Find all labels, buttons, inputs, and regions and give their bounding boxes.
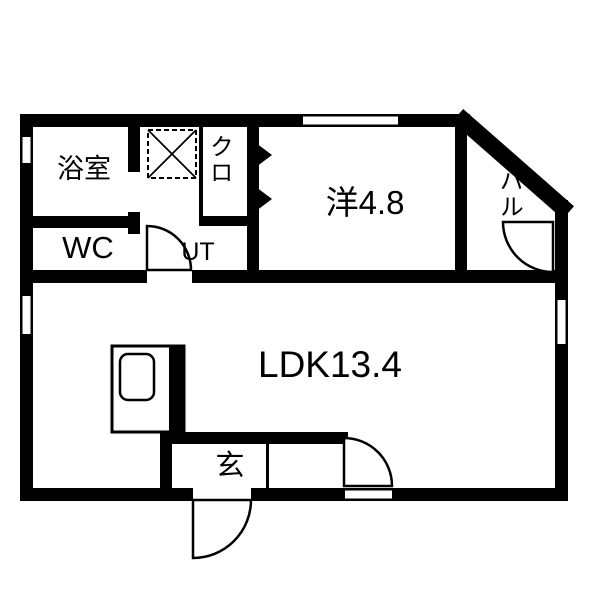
bathroom-right-wall-upper <box>128 127 140 172</box>
windows <box>20 114 568 501</box>
bottom-wall <box>20 488 568 501</box>
kitchen-sink-icon <box>118 352 156 402</box>
right-wall <box>555 200 568 501</box>
utility-label: UT <box>181 238 215 266</box>
front-entrance-door-arc <box>191 498 253 560</box>
bathroom-wc-divider-wall <box>32 216 140 228</box>
middle-wall-left <box>20 270 147 283</box>
closet-bottom-wall <box>199 216 259 226</box>
window-top-western-room <box>303 114 398 127</box>
front-door-opening <box>193 488 251 501</box>
closet-door-arrows <box>252 140 272 214</box>
balcony-door-arc <box>501 220 555 274</box>
entrance-step-line <box>266 444 269 488</box>
wc-label: WC <box>62 230 114 265</box>
entrance-left-wall <box>160 432 172 492</box>
western-room-balcony-wall <box>455 127 467 283</box>
top-wall <box>20 114 470 127</box>
bathroom-label: 浴室 <box>57 154 111 184</box>
window-left-ldk <box>20 296 33 334</box>
closet-label: クロ <box>205 134 233 186</box>
utility-door-arc <box>145 224 193 272</box>
ldk-label: LDK13.4 <box>258 344 402 385</box>
western-room-label: 洋4.8 <box>325 184 405 221</box>
window-left-bathroom <box>20 137 33 163</box>
window-right-ldk <box>555 300 568 344</box>
kitchen-counter-icon <box>110 344 186 434</box>
door-arcs <box>145 220 555 560</box>
entrance-hall-door-arc <box>342 436 394 488</box>
closet-door-arrow-top-icon <box>252 140 272 170</box>
entrance-label: 玄 <box>215 450 245 482</box>
middle-wall-right <box>192 270 568 283</box>
washing-machine-area-icon <box>147 129 197 179</box>
entrance-top-wall <box>160 432 348 444</box>
closet-door-arrow-bottom-icon <box>252 184 272 214</box>
balcony-label: バル <box>495 168 523 220</box>
closet-left-wall <box>199 127 203 226</box>
window-bottom-ldk <box>345 488 392 501</box>
diagonal-corner-wall <box>452 109 574 219</box>
